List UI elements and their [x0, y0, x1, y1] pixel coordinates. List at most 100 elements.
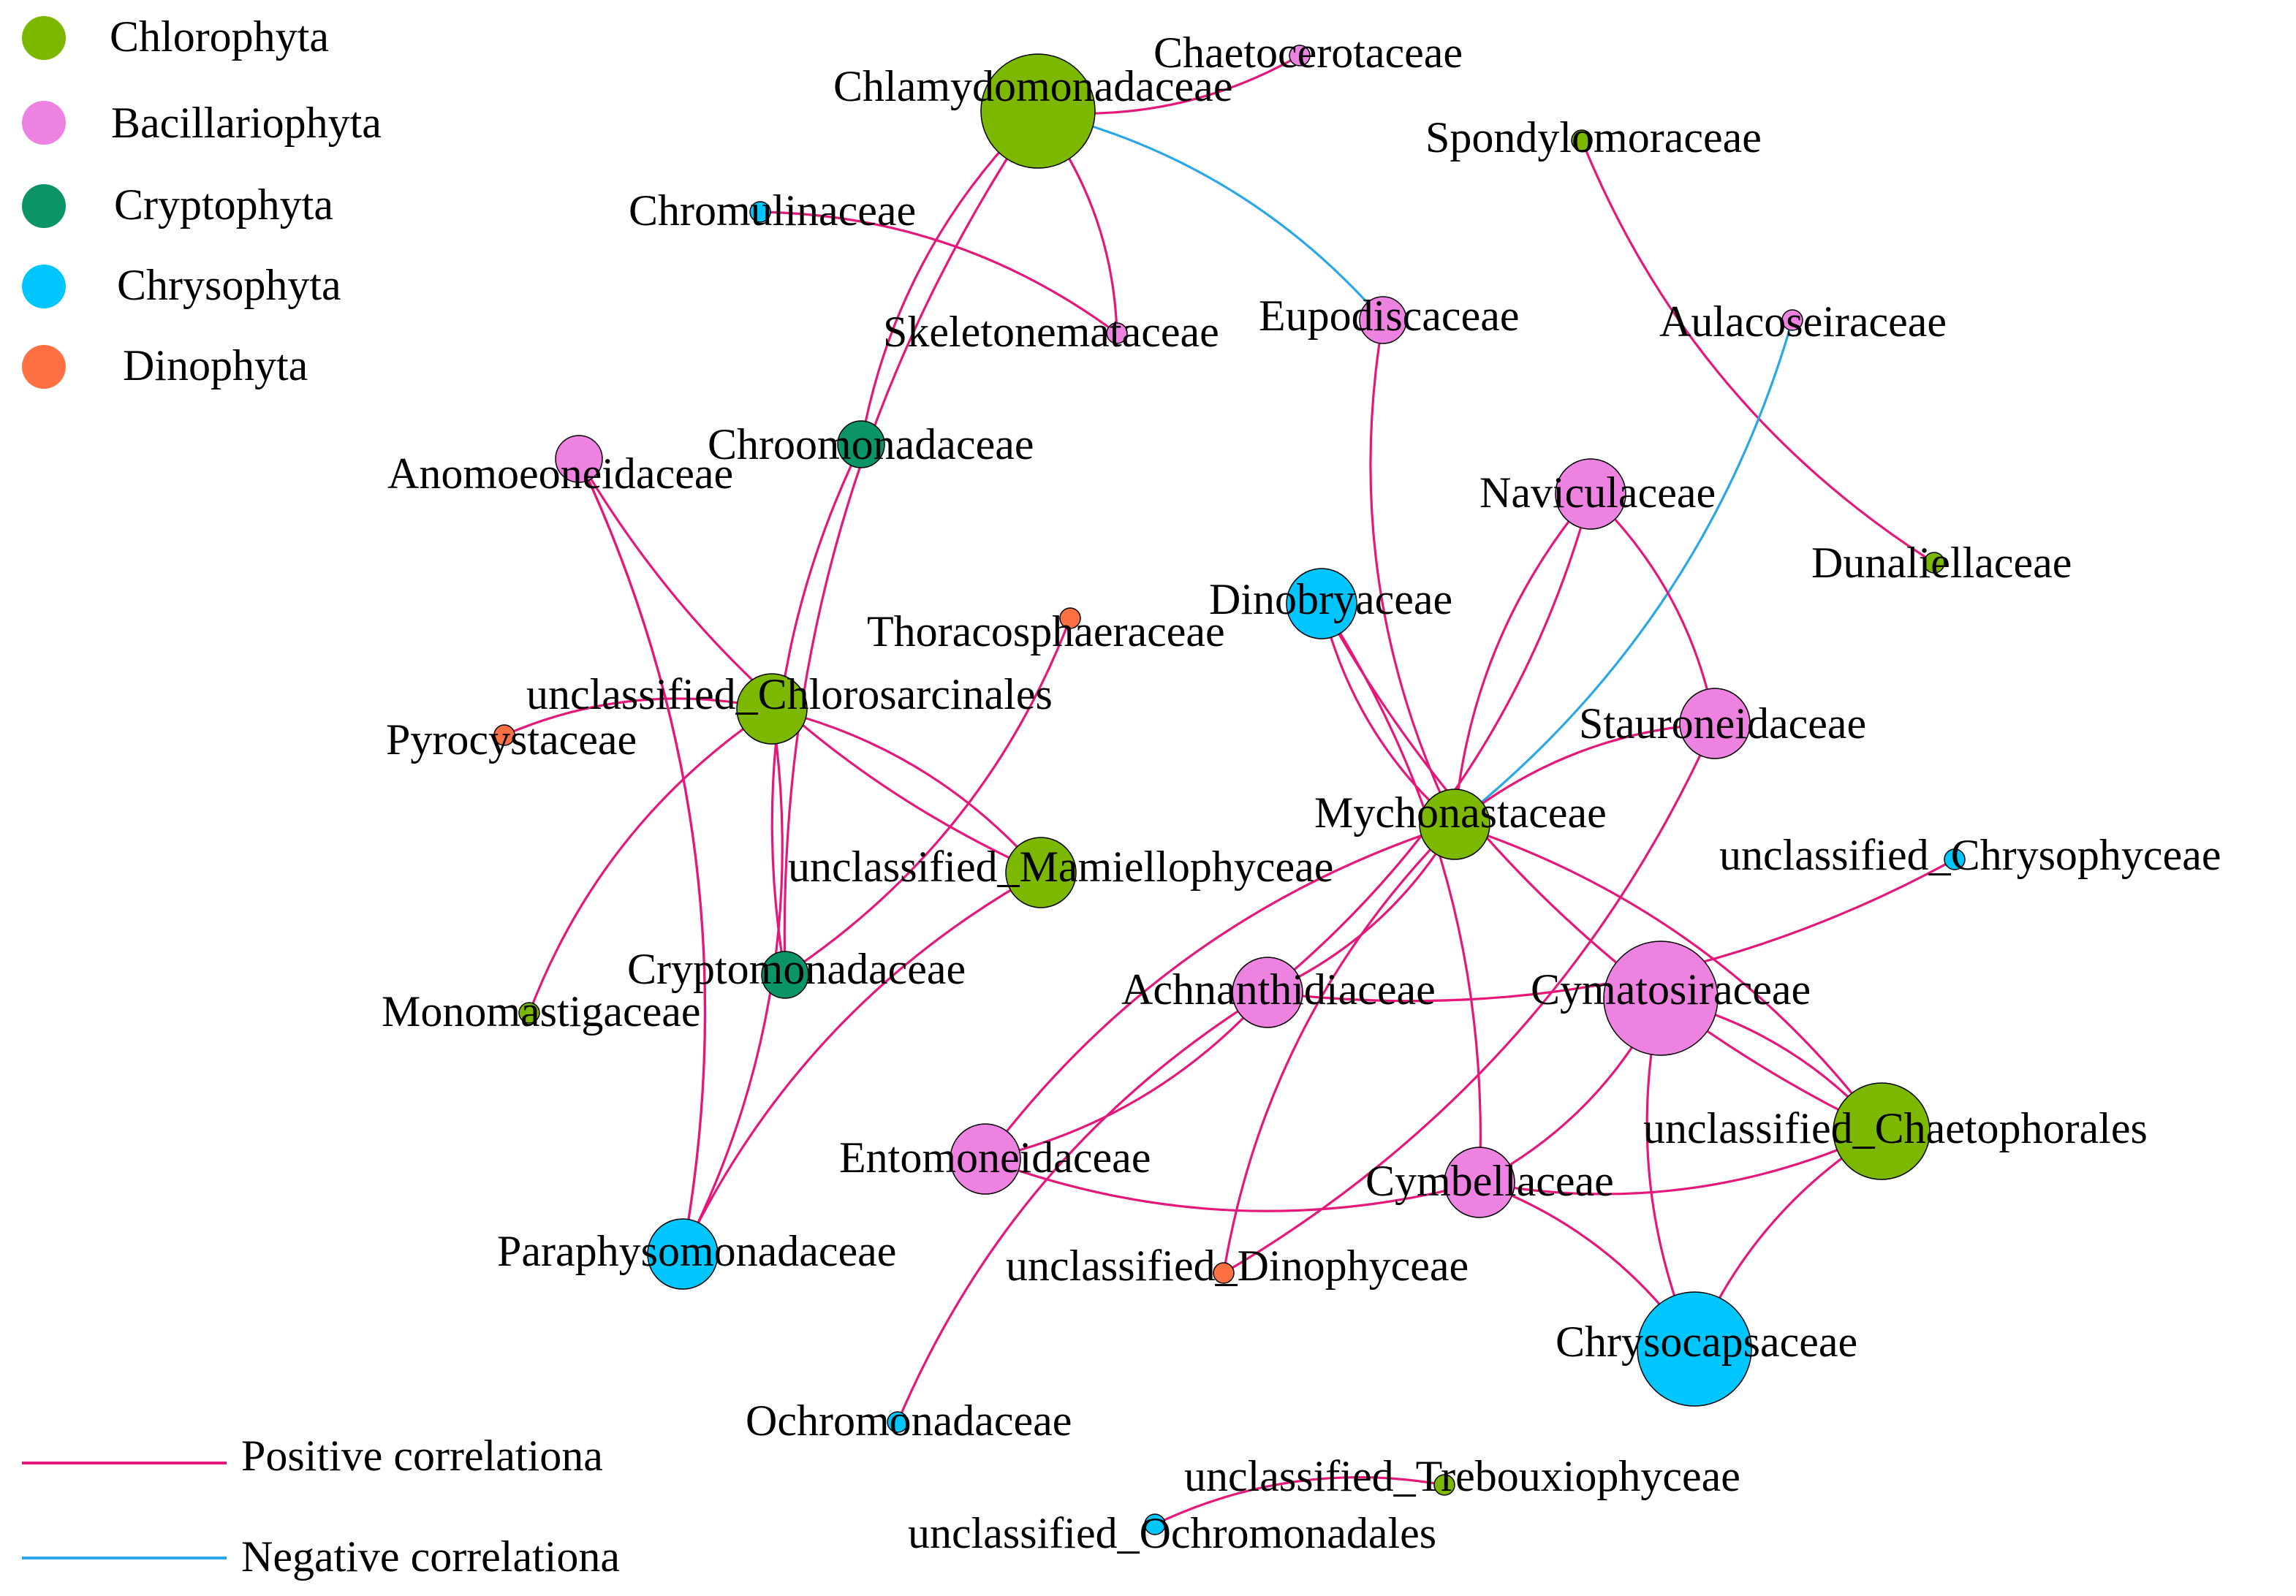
- node-chrysocapsaceae: [1637, 1291, 1752, 1407]
- edge-stauroneidaceae-unclassified-dinophyceae: [1223, 723, 1716, 1274]
- legend-label-chlorophyta: Chlorophyta: [110, 12, 329, 61]
- node-unclassified-mamiellophyceae: [1005, 837, 1077, 908]
- node-stauroneidaceae: [1679, 688, 1751, 759]
- node-chromulinaceae: [749, 201, 771, 223]
- node-label-chlamydomonadaceae: Chlamydomonadaceae: [833, 62, 1232, 110]
- edge-mychonastaceae-unclassified-chaetophorales: [1454, 823, 1883, 1132]
- edge-dinobryaceae-unclassified-chaetophorales: [1320, 603, 1882, 1133]
- legend-swatch-bacillariophyta: [22, 101, 66, 145]
- node-achnanthidiaceae: [1232, 957, 1303, 1028]
- node-label-unclassified-trebouxiophyceae: unclassified_Trebouxiophyceae: [1184, 1452, 1740, 1500]
- legend-swatch-cryptophyta: [22, 184, 66, 228]
- edge-chlamydomonadaceae-cryptomonadaceae: [783, 110, 1039, 976]
- legend-item-cryptophyta: Cryptophyta: [22, 180, 333, 229]
- legend-label-negative: Negative correlationa: [241, 1532, 620, 1581]
- node-cryptomonadaceae: [761, 951, 809, 999]
- node-pyrocystaceae: [493, 724, 515, 746]
- legend-swatch-chlorophyta: [22, 16, 66, 60]
- edge-anomoeoneidaceae-paraphysomonadaceae: [577, 458, 707, 1255]
- node-entomoneidaceae: [950, 1123, 1021, 1195]
- edge-thoracosphaeraceae-cryptomonadaceae: [784, 618, 1072, 976]
- edge-mychonastaceae-entomoneidaceae: [984, 823, 1455, 1160]
- node-aulacoseiraceae: [1781, 309, 1803, 331]
- edge-dinobryaceae-mychonastaceae: [1320, 603, 1456, 826]
- node-label-naviculaceae: Naviculaceae: [1479, 468, 1716, 517]
- edge-achnanthidiaceae-entomoneidaceae: [985, 991, 1269, 1160]
- node-label-unclassified-ochromonadales: unclassified_Ochromonadales: [908, 1509, 1436, 1557]
- node-label-chaetocerotaceae: Chaetocerotaceae: [1153, 28, 1463, 77]
- node-label-stauroneidaceae: Stauroneidaceae: [1579, 699, 1866, 748]
- node-label-achnanthidiaceae: Achnanthidiaceae: [1121, 965, 1436, 1014]
- legend-label-positive: Positive correlationa: [241, 1432, 603, 1480]
- edge-unclassified-ochromonadales-unclassified-trebouxiophyceae: [1154, 1475, 1445, 1526]
- edge-unclassified-chlorosarcinales-monomastigaceae: [528, 707, 773, 1014]
- edge-eupodiscaceae-mychonastaceae: [1369, 319, 1456, 825]
- nodes-layer: [493, 45, 1966, 1535]
- legend-swatch-dinophyta: [22, 345, 66, 389]
- node-chroomonadaceae: [837, 420, 885, 468]
- node-label-thoracosphaeraceae: Thoracosphaeraceae: [867, 607, 1225, 656]
- edge-achnanthidiaceae-ochromonadaceae: [896, 991, 1268, 1423]
- node-label-anomoeoneidaceae: Anomoeoneidaceae: [387, 449, 733, 498]
- legend-swatch-chrysophyta: [22, 265, 66, 308]
- legend-item-chlorophyta: Chlorophyta: [22, 12, 329, 61]
- legend-item-negative-correlation: Negative correlationa: [22, 1532, 620, 1581]
- edge-chromulinaceae-skeletonemataceae: [759, 210, 1118, 335]
- node-cymbellaceae: [1444, 1147, 1515, 1218]
- legend-label-chrysophyta: Chrysophyta: [117, 261, 341, 309]
- edge-mychonastaceae-unclassified-dinophyceae: [1222, 823, 1456, 1274]
- node-label-pyrocystaceae: Pyrocystaceae: [386, 715, 637, 764]
- legend: Chlorophyta Bacillariophyta Cryptophyta …: [22, 12, 620, 1581]
- labels-layer: ChlamydomonadaceaeChaetocerotaceaeSpondy…: [382, 28, 2221, 1557]
- node-label-chroomonadaceae: Chroomonadaceae: [708, 420, 1034, 468]
- edges-layer: [504, 54, 1955, 1526]
- node-unclassified-chaetophorales: [1833, 1082, 1931, 1180]
- node-label-spondylomoraceae: Spondylomoraceae: [1425, 113, 1762, 162]
- node-unclassified-dinophyceae: [1213, 1262, 1235, 1284]
- legend-item-chrysophyta: Chrysophyta: [22, 261, 341, 309]
- edge-anomoeoneidaceae-unclassified-mamiellophyceae: [577, 458, 1042, 874]
- node-naviculaceae: [1555, 458, 1626, 530]
- node-label-unclassified-dinophyceae: unclassified_Dinophyceae: [1006, 1242, 1469, 1290]
- node-label-cymatosiraceae: Cymatosiraceae: [1531, 965, 1811, 1014]
- node-mychonastaceae: [1419, 788, 1490, 860]
- node-label-unclassified-chaetophorales: unclassified_Chaetophorales: [1643, 1104, 2148, 1152]
- node-label-skeletonemataceae: Skeletonemataceae: [883, 308, 1219, 356]
- node-unclassified-trebouxiophyceae: [1433, 1474, 1455, 1496]
- node-monomastigaceae: [518, 1002, 540, 1024]
- node-thoracosphaeraceae: [1059, 607, 1081, 629]
- node-label-mychonastaceae: Mychonastaceae: [1314, 788, 1607, 837]
- node-anomoeoneidaceae: [555, 435, 603, 483]
- node-label-eupodiscaceae: Eupodiscaceae: [1259, 292, 1519, 340]
- legend-label-dinophyta: Dinophyta: [123, 341, 308, 390]
- node-dunaliellaceae: [1923, 552, 1945, 574]
- legend-label-cryptophyta: Cryptophyta: [114, 180, 333, 229]
- node-label-dinobryaceae: Dinobryaceae: [1209, 575, 1452, 623]
- node-dinobryaceae: [1286, 568, 1357, 639]
- edge-anomoeoneidaceae-paraphysomonadaceae: [577, 458, 707, 1255]
- edge-naviculaceae-achnanthidiaceae: [1266, 493, 1592, 994]
- edge-chlamydomonadaceae-eupodiscaceae: [1037, 110, 1384, 322]
- node-label-entomoneidaceae: Entomoneidaceae: [839, 1133, 1151, 1182]
- node-label-paraphysomonadaceae: Paraphysomonadaceae: [497, 1227, 896, 1275]
- node-label-unclassified-mamiellophyceae: unclassified_Mamiellophyceae: [788, 843, 1333, 891]
- node-label-dunaliellaceae: Dunaliellaceae: [1811, 539, 2072, 587]
- legend-item-dinophyta: Dinophyta: [22, 341, 308, 390]
- node-label-unclassified-chrysophyceae: unclassified_Chrysophyceae: [1719, 831, 2221, 879]
- node-chlamydomonadaceae: [980, 53, 1096, 169]
- node-label-cymbellaceae: Cymbellaceae: [1365, 1157, 1614, 1205]
- edge-entomoneidaceae-cymbellaceae: [985, 1158, 1480, 1212]
- node-skeletonemataceae: [1106, 322, 1128, 344]
- node-label-aulacoseiraceae: Aulacoseiraceae: [1659, 297, 1947, 346]
- node-unclassified-ochromonadales: [1144, 1513, 1166, 1535]
- node-label-cryptomonadaceae: Cryptomonadaceae: [627, 945, 966, 993]
- edge-unclassified-chlorosarcinales-pyrocystaceae: [504, 697, 773, 737]
- legend-item-positive-correlation: Positive correlationa: [22, 1432, 603, 1480]
- node-label-monomastigaceae: Monomastigaceae: [382, 987, 701, 1036]
- edge-naviculaceae-mychonastaceae: [1453, 493, 1592, 825]
- node-label-chrysocapsaceae: Chrysocapsaceae: [1556, 1318, 1857, 1366]
- edge-unclassified-mamiellophyceae-paraphysomonadaceae: [681, 871, 1042, 1255]
- node-cymatosiraceae: [1603, 940, 1719, 1056]
- edge-aulacoseiraceae-mychonastaceae: [1454, 319, 1794, 826]
